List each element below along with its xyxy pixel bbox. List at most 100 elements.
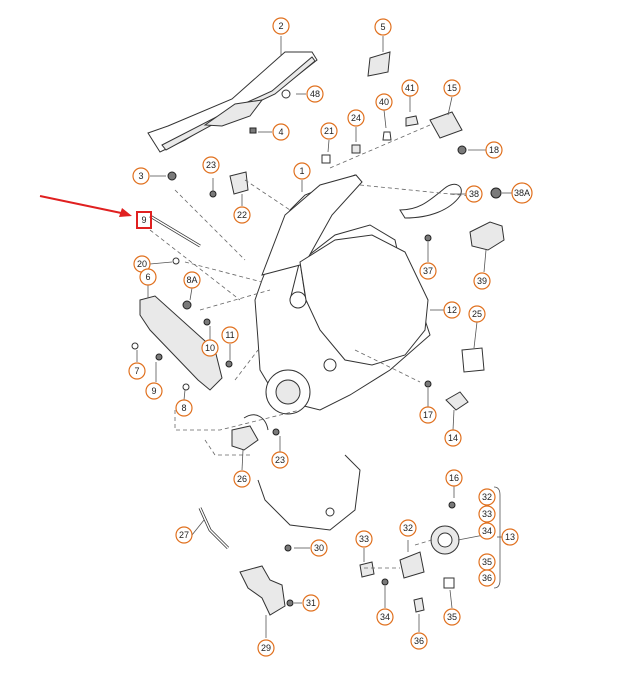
callout-11[interactable]: 11 [221, 326, 239, 344]
callout-circle [355, 530, 373, 548]
callout-label: 32 [403, 523, 413, 533]
callout-label: 23 [275, 455, 285, 465]
callout-4[interactable]: 4 [272, 123, 290, 141]
callout-label: 3 [138, 171, 143, 181]
actuator-motor [469, 221, 505, 251]
callout-circle [485, 141, 503, 159]
callout-circle [128, 362, 146, 380]
callout-label: 33 [359, 534, 369, 544]
callout-32[interactable]: 32 [478, 488, 496, 506]
callout-36[interactable]: 36 [478, 569, 496, 587]
callout-circle [478, 488, 496, 506]
callout-37[interactable]: 37 [419, 262, 437, 280]
callout-6[interactable]: 6 [139, 268, 157, 286]
callout-26[interactable]: 26 [233, 470, 251, 488]
highlighted-callout-label: 9 [141, 215, 146, 225]
callout-29[interactable]: 29 [257, 639, 275, 657]
callout-3[interactable]: 3 [132, 167, 150, 185]
callout-13[interactable]: 13 [501, 528, 519, 546]
callout-label: 16 [449, 473, 459, 483]
callout-circle [478, 522, 496, 540]
label-sticker [461, 347, 485, 373]
callout-label: 26 [237, 474, 247, 484]
callout-17[interactable]: 17 [419, 406, 437, 424]
callout-label: 38A [514, 188, 530, 198]
callout-label: 15 [447, 83, 457, 93]
release-cable [399, 183, 462, 242]
callout-label: 25 [472, 309, 482, 319]
callout-circle [132, 167, 150, 185]
callout-label: 35 [447, 612, 457, 622]
callout-circle [320, 122, 338, 140]
callout-8[interactable]: 8 [175, 399, 193, 417]
callout-41[interactable]: 41 [401, 79, 419, 97]
callout-circle [443, 79, 461, 97]
callout-23[interactable]: 23 [202, 156, 220, 174]
callout-24[interactable]: 24 [347, 109, 365, 127]
callout-circle [306, 85, 324, 103]
callout-48[interactable]: 48 [306, 85, 324, 103]
callout-label: 23 [206, 160, 216, 170]
callout-27[interactable]: 27 [175, 526, 193, 544]
callout-circle [419, 406, 437, 424]
gasket-plate [367, 51, 391, 77]
callout-32[interactable]: 32 [399, 519, 417, 537]
callout-circle [221, 326, 239, 344]
callout-label: 4 [278, 127, 283, 137]
callout-39[interactable]: 39 [473, 272, 491, 290]
callout-12[interactable]: 12 [443, 301, 461, 319]
callout-40[interactable]: 40 [375, 93, 393, 111]
callout-21[interactable]: 21 [320, 122, 338, 140]
callout-34[interactable]: 34 [478, 522, 496, 540]
callout-label: 32 [482, 492, 492, 502]
callout-circle [465, 185, 483, 203]
callout-label: 34 [380, 612, 390, 622]
callout-33[interactable]: 33 [478, 505, 496, 523]
callout-38[interactable]: 38 [465, 185, 483, 203]
callout-36[interactable]: 36 [410, 632, 428, 650]
callout-34[interactable]: 34 [376, 608, 394, 626]
callout-label: 48 [310, 89, 320, 99]
callout-22[interactable]: 22 [233, 206, 251, 224]
callout-35[interactable]: 35 [478, 553, 496, 571]
callout-10[interactable]: 10 [201, 339, 219, 357]
callout-label: 13 [505, 532, 515, 542]
callout-14[interactable]: 14 [444, 429, 462, 447]
callout-18[interactable]: 18 [485, 141, 503, 159]
callout-label: 8A [186, 275, 197, 285]
callout-circle [399, 519, 417, 537]
callout-2[interactable]: 2 [272, 17, 290, 35]
callout-23[interactable]: 23 [271, 451, 289, 469]
callout-25[interactable]: 25 [468, 305, 486, 323]
callout-9[interactable]: 9 [145, 382, 163, 400]
callout-circle [444, 429, 462, 447]
callout-circle [183, 271, 201, 289]
callout-label: 6 [145, 272, 150, 282]
latch-catch [424, 380, 469, 411]
callout-circle [501, 528, 519, 546]
callout-circle [175, 526, 193, 544]
callout-5[interactable]: 5 [374, 18, 392, 36]
callout-label: 18 [489, 145, 499, 155]
callout-33[interactable]: 33 [355, 530, 373, 548]
callout-15[interactable]: 15 [443, 79, 461, 97]
callout-circle [401, 79, 419, 97]
callout-label: 10 [205, 343, 215, 353]
callout-7[interactable]: 7 [128, 362, 146, 380]
rear-spoiler [147, 51, 318, 153]
callout-circle [145, 382, 163, 400]
callout-8A[interactable]: 8A [183, 271, 201, 289]
callout-30[interactable]: 30 [310, 539, 328, 557]
callout-35[interactable]: 35 [443, 608, 461, 626]
highlighted-callout[interactable]: 9 [136, 211, 152, 229]
callout-1[interactable]: 1 [293, 162, 311, 180]
callout-circle [511, 182, 533, 204]
support-rod [198, 507, 230, 550]
leader-lines [136, 36, 513, 638]
callout-16[interactable]: 16 [445, 469, 463, 487]
callout-31[interactable]: 31 [302, 594, 320, 612]
callout-38A[interactable]: 38A [511, 182, 533, 204]
callout-label: 5 [380, 22, 385, 32]
callout-label: 1 [299, 166, 304, 176]
